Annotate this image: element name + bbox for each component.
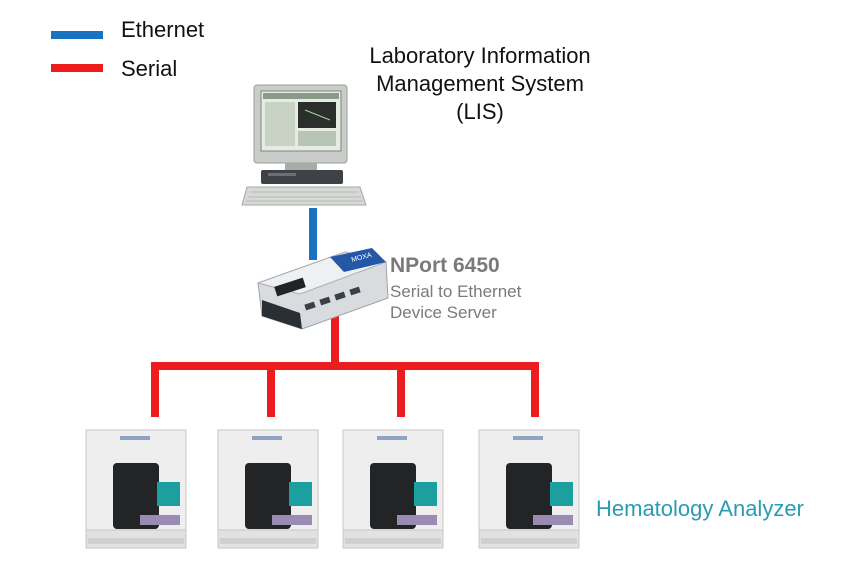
analyzer-4 [478,429,580,549]
lis-title-line2: Management System [376,71,584,96]
serial-trunk [331,312,339,368]
lis-title: Laboratory Information Management System… [360,42,600,126]
serial-drop-2 [267,362,275,417]
nport-name: NPort 6450 [390,254,500,277]
ethernet-link [309,208,317,260]
serial-drop-1 [151,362,159,417]
ethernet-legend-swatch [51,31,103,39]
lis-title-line3: (LIS) [456,99,504,124]
serial-drop-3 [397,362,405,417]
computer-icon [241,84,367,206]
analyzer-3 [342,429,444,549]
ethernet-legend-label: Ethernet [121,17,205,42]
nport-desc-line2: Device Server [390,303,497,322]
nport-desc-line1: Serial to Ethernet [390,282,522,301]
serial-legend-swatch [51,64,103,72]
device-server-icon: MOXA [256,248,389,330]
serial-drop-4 [531,362,539,417]
serial-legend-label: Serial [121,56,178,81]
hematology-analyzer-icon [85,429,580,549]
lis-title-line1: Laboratory Information [369,43,591,68]
hematology-analyzer-label: Hematology Analyzer [596,496,804,521]
analyzer-1 [85,429,187,549]
analyzer-2 [217,429,319,549]
serial-bus-horizontal [151,362,539,370]
serial-bus [151,312,539,417]
